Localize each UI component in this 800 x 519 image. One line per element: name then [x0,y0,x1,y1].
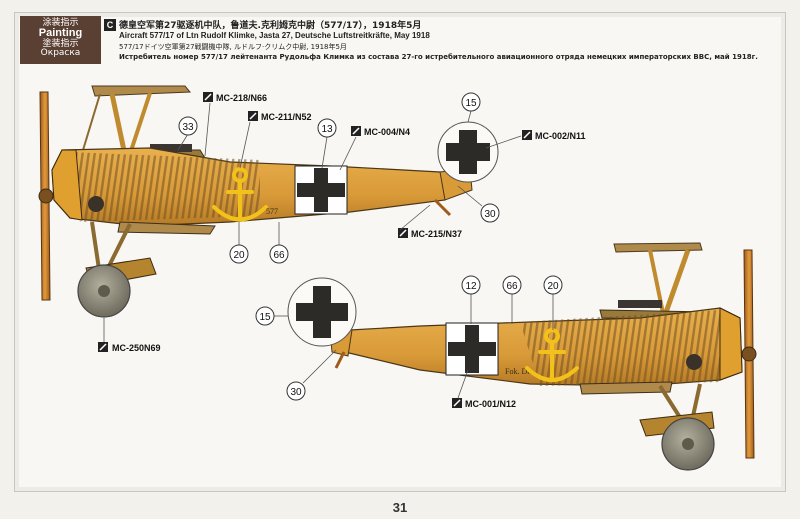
aircraft-top: 577 [38,85,473,318]
paint-code-mc250: MC-250N69 [98,318,161,353]
callout-66-top: 66 [269,222,289,264]
svg-text:15: 15 [465,98,477,109]
serial-number-top: 577 [266,207,278,216]
scheme-letter: C [104,19,116,31]
callout-30-bottom: 30 [286,349,337,401]
paint-codes-top: MC-218/N66 MC-211/N52 MC-004/N4 MC-002/N… [98,92,586,353]
callout-12: 12 [461,275,481,324]
paint-code-mc211: MC-211/N52 [239,111,312,169]
svg-text:66: 66 [273,250,285,261]
callouts-top: 33 13 15 30 20 66 [177,92,500,264]
paint-code-mc001: MC-001/N12 [452,369,516,409]
svg-text:20: 20 [233,250,245,261]
title-ru: Истребитель номер 577/17 лейтенанта Рудо… [119,53,758,61]
page-number: 31 [392,500,408,515]
svg-text:13: 13 [321,124,333,135]
svg-text:33: 33 [182,122,194,133]
svg-text:MC-002/N11: MC-002/N11 [535,131,586,141]
paint-code-mc218: MC-218/N66 [203,92,267,157]
callout-20-top: 20 [229,222,249,264]
callout-66-bottom: 66 [502,275,522,324]
paint-code-mc004: MC-004/N4 [339,126,410,171]
section-tab: 涂装指示 Painting 塗装指示 Окраска [20,16,101,64]
svg-text:MC-211/N52: MC-211/N52 [261,112,312,122]
svg-text:20: 20 [547,281,559,292]
svg-text:15: 15 [259,312,271,323]
svg-text:MC-218/N66: MC-218/N66 [216,93,267,103]
callout-20-bottom: 20 [543,275,563,330]
svg-text:12: 12 [465,281,477,292]
callout-15-bottom: 15 [255,306,288,326]
paint-codes-bottom: MC-001/N12 [452,369,516,409]
title-en: Aircraft 577/17 of Ltn Rudolf Klimke, Ja… [119,31,430,40]
tab-label-jp: 塗装指示 [42,38,79,49]
callout-30-top: 30 [457,185,500,223]
callouts-bottom: 12 66 20 15 30 [255,275,563,401]
svg-text:66: 66 [506,281,518,292]
title-cn: 德皇空军第27驱逐机中队，鲁道夫.克利姆克中尉（577/17），1918年5月 [119,21,422,31]
aircraft-bottom: Fok. Dr. [329,242,757,471]
top-wing-cross-detail [437,121,499,183]
callout-33: 33 [177,116,198,151]
tab-label-cn: 涂装指示 [42,18,79,28]
paint-code-mc215: MC-215/N37 [398,204,462,239]
svg-text:30: 30 [484,209,496,220]
callout-15-top: 15 [461,92,481,123]
tab-label-en: Painting [38,27,83,40]
svg-text:MC-004/N4: MC-004/N4 [364,127,410,137]
svg-text:MC-001/N12: MC-001/N12 [465,399,516,409]
tab-label-ru: Окраска [40,48,81,59]
paint-code-mc002: MC-002/N11 [485,130,586,149]
bottom-wing-cross-detail [287,277,357,347]
callout-13: 13 [317,118,337,169]
svg-text:MC-215/N37: MC-215/N37 [411,229,462,239]
svg-text:30: 30 [290,387,302,398]
title-jp: 577/17ドイツ空軍第27戦闘機中隊, ルドルフ·クリムク中尉, 1918年5… [119,43,347,51]
svg-text:MC-250N69: MC-250N69 [112,343,161,353]
serial-number-bottom: Fok. Dr. [505,367,531,376]
